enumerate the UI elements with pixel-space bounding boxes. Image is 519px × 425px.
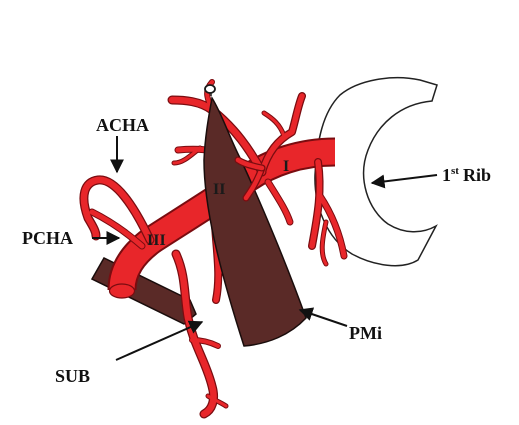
first-rib <box>315 78 437 266</box>
segment-third-label: III <box>147 232 166 249</box>
acha-label: ACHA <box>96 115 149 135</box>
rib-arrow <box>372 175 437 183</box>
rib-number: 1 <box>442 165 451 185</box>
sub-arrow <box>116 322 202 360</box>
rib-word: Rib <box>463 165 491 185</box>
segment-second-label: II <box>213 181 225 198</box>
sub-label: SUB <box>55 366 90 386</box>
pmi-arrow <box>300 310 347 326</box>
rib-label: 1st Rib <box>442 165 491 185</box>
pmi-label: PMi <box>349 323 382 343</box>
segment-first-label: I <box>283 158 289 175</box>
pcha-label: PCHA <box>22 228 73 248</box>
rib-superscript: st <box>451 165 459 177</box>
